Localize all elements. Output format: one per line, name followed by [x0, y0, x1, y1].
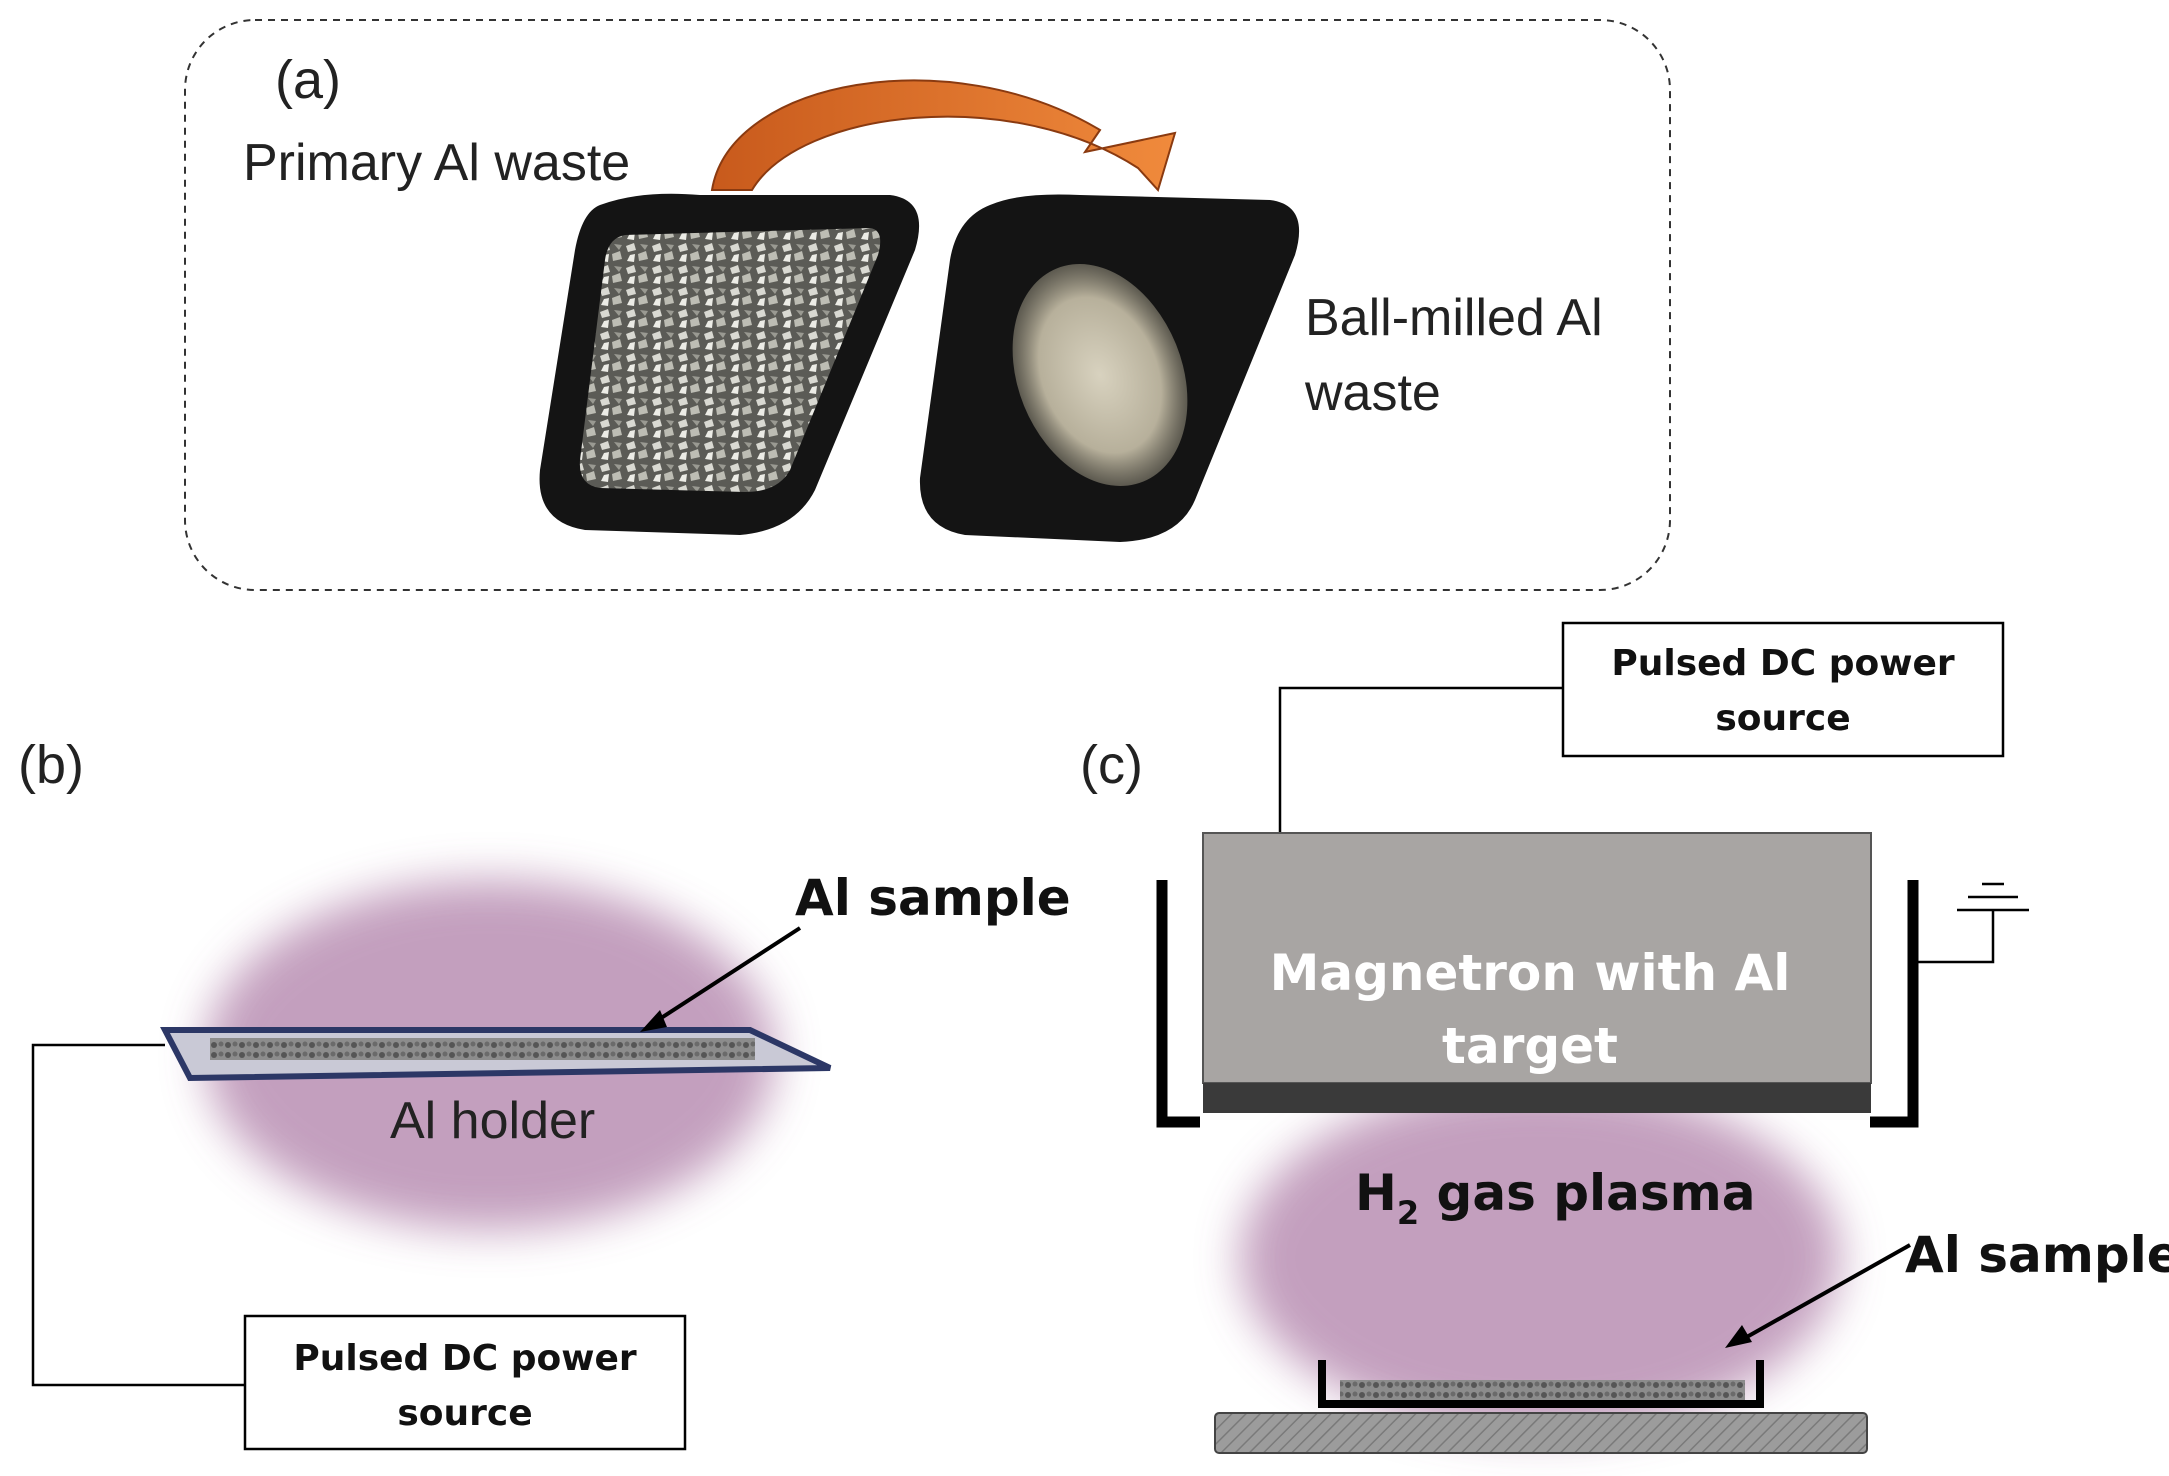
al-sample-c-label: Al sample — [1905, 1226, 2169, 1284]
al-sample-c-pointer — [1744, 1243, 1911, 1340]
al-holder-label: Al holder — [390, 1092, 595, 1150]
ball-milled-label-line1: Ball-milled Al — [1305, 289, 1603, 347]
panel-a-label: (a) — [275, 50, 341, 110]
process-arrow — [710, 79, 1177, 192]
magnetron-label-line1: Magnetron with Al — [1270, 944, 1791, 1002]
power-source-c-line1: Pulsed DC power — [1611, 643, 1955, 684]
power-source-b-line2: source — [397, 1393, 532, 1434]
power-source-box-c — [1561, 621, 2005, 758]
al-sample-c-arrowhead — [1725, 1325, 1752, 1348]
ball-milled-label-line2: waste — [1304, 364, 1441, 422]
power-source-b-line1: Pulsed DC power — [293, 1338, 637, 1379]
shield-right — [1870, 880, 1919, 1128]
panel-a-dashed-border — [184, 19, 1671, 591]
plasma-label-sub: 2 — [1397, 1194, 1419, 1232]
al-sample-b — [210, 1038, 755, 1060]
power-source-box-b — [243, 1314, 687, 1451]
wire-c — [1278, 686, 1563, 833]
al-target-bar — [1203, 1083, 1871, 1113]
plasma-label-main: H — [1355, 1164, 1397, 1222]
al-sample-c — [1340, 1380, 1745, 1400]
primary-waste-dish — [539, 193, 920, 535]
magnetron-label-line2: target — [1442, 1017, 1618, 1075]
wire-b — [31, 1043, 245, 1387]
al-sample-b-arrowhead — [640, 1010, 667, 1032]
primary-waste-label: Primary Al waste — [243, 134, 630, 192]
panel-c: (c) Pulsed DC power source Magnetron wit… — [1080, 621, 2169, 1454]
al-sample-b-label: Al sample — [795, 869, 1071, 927]
panel-b-label: (b) — [18, 735, 84, 795]
sample-tray — [1318, 1360, 1764, 1408]
panel-b: (b) Al sample Al holder Pulsed DC power … — [18, 735, 1071, 1451]
shield-left — [1156, 880, 1200, 1128]
plasma-label-rest: gas plasma — [1419, 1164, 1755, 1222]
plasma-glow-c — [1240, 1083, 1840, 1433]
ground-icon — [1918, 882, 2029, 964]
panel-a: (a) Primary Al waste Ball-milled Al wast… — [184, 19, 1671, 591]
al-sample-b-pointer — [653, 926, 802, 1024]
power-source-c-line2: source — [1715, 698, 1850, 739]
ball-milled-dish — [919, 194, 1300, 542]
substrate-base — [1214, 1412, 1868, 1454]
panel-c-label: (c) — [1080, 735, 1143, 795]
plasma-label: H2 gas plasma — [1355, 1164, 1756, 1232]
